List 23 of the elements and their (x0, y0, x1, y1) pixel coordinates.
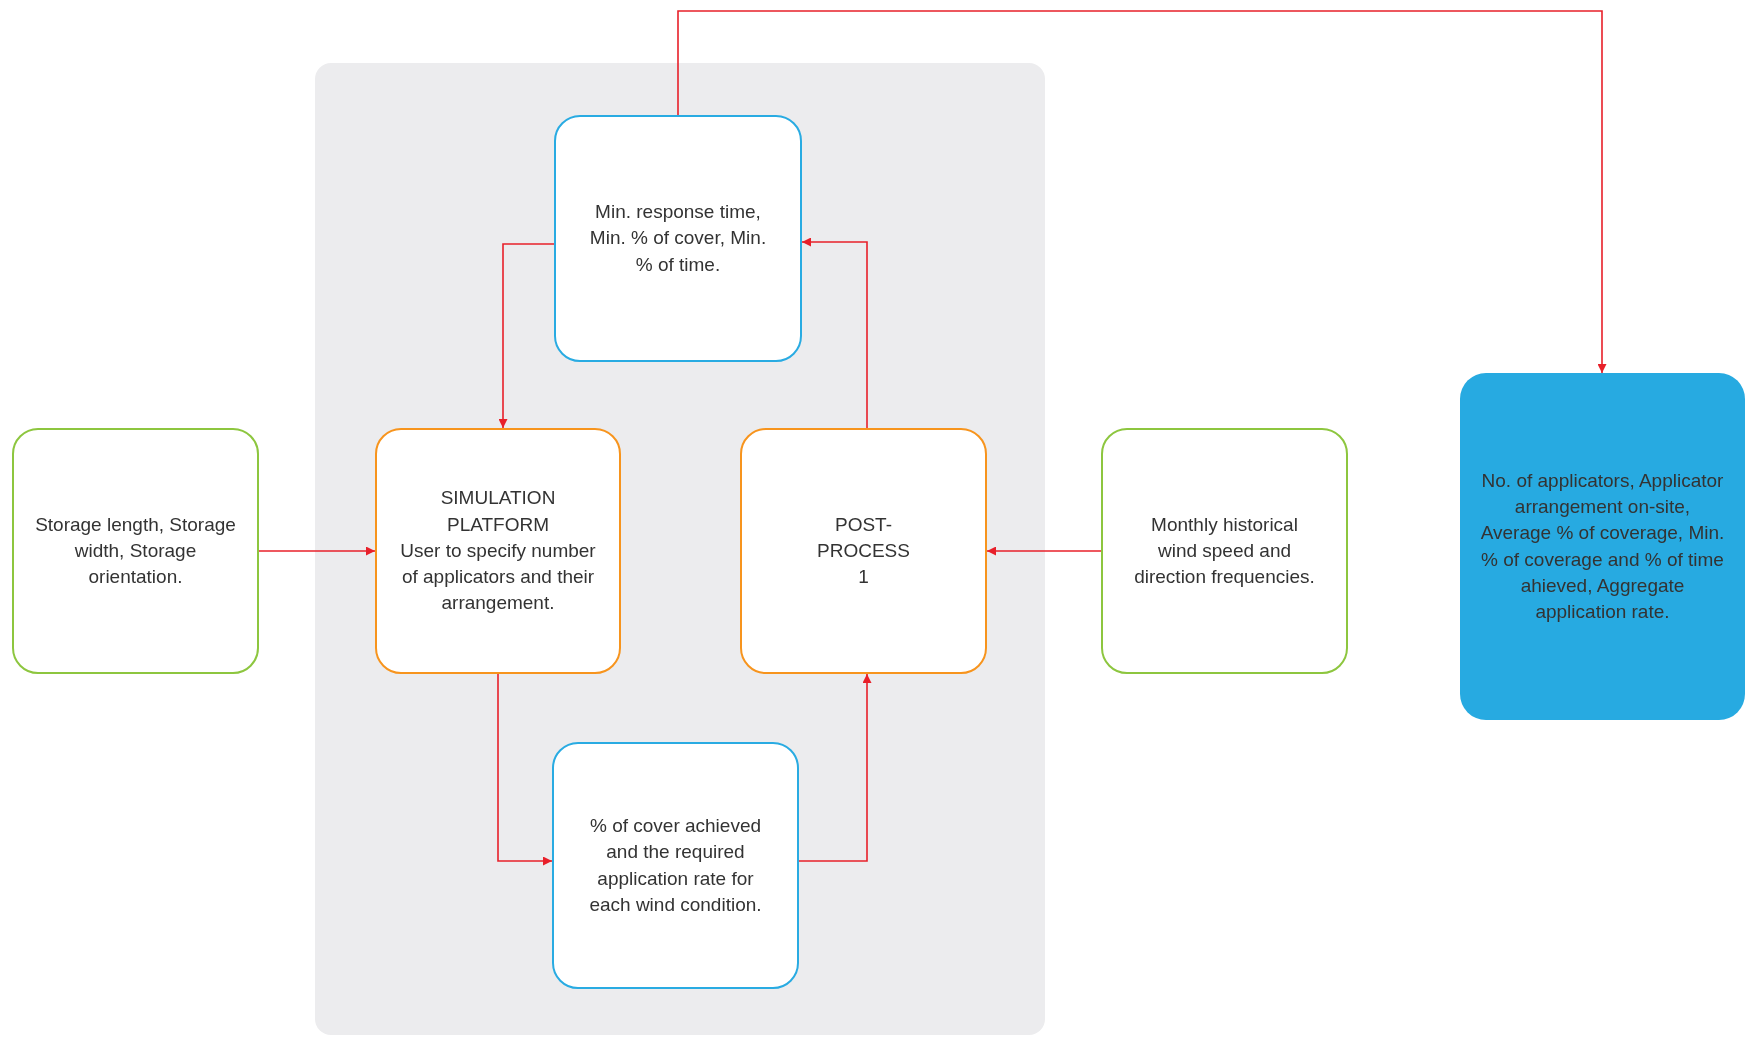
input-box (1101, 428, 1348, 674)
process-box (552, 742, 799, 989)
node-text: % of cover achieved and the required application rate for each wind condition. (588, 814, 763, 917)
arrow (258, 546, 376, 556)
node-text: Monthly historical wind speed and direction frequencies. (1133, 512, 1316, 590)
arrow (801, 237, 868, 429)
panel-background (315, 63, 1045, 1035)
output-box (1460, 373, 1745, 720)
arrow (497, 673, 553, 866)
node-text: POST-PROCESS 1 (816, 512, 911, 590)
node-text: Min. response time, Min. % of cover, Min. % of time. (588, 200, 768, 277)
process-box (375, 428, 621, 674)
arrow (498, 243, 555, 429)
node-text: No. of applicators, Applicator arrangement on-site, Average % of coverage, Min. % of coverage and % of time ahieved, Aggregate application rate. (1480, 468, 1725, 624)
arrow (677, 10, 1607, 374)
process-box (554, 115, 802, 362)
node-text: SIMULATION PLATFORM (439, 486, 557, 537)
arrow (798, 673, 872, 862)
node-text: User to specify number of applicators and their arrangement. (399, 538, 597, 616)
input-box (12, 428, 259, 674)
process-box (740, 428, 987, 674)
node-text: Storage length, Storage width, Storage orientation. (34, 512, 237, 590)
arrow (986, 546, 1102, 556)
